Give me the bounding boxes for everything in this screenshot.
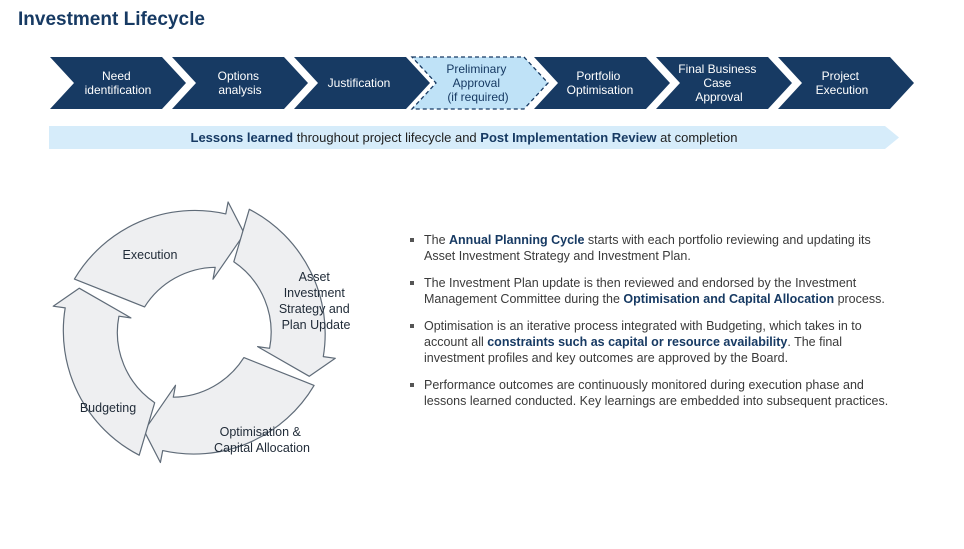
lessons-learned-banner: Lessons learned throughout project lifec…	[49, 126, 899, 149]
banner-text-2: at completion	[656, 130, 738, 145]
svg-text:Options analysis: Options analysis	[218, 69, 263, 97]
process-step-preliminary-approval[interactable]: Preliminary Approval (if required)	[410, 56, 549, 110]
process-step-options-analysis[interactable]: Options analysis	[172, 57, 308, 109]
cycle-label-optimisation: Optimisation & Capital Allocation	[214, 425, 310, 455]
cycle-arrow-asset-strategy[interactable]	[233, 208, 336, 377]
step-label-line: Approval	[453, 76, 500, 90]
banner-arrow-shape	[49, 126, 899, 149]
banner-bold-review: Post Implementation Review	[480, 130, 657, 145]
step-label-line: Portfolio	[576, 69, 620, 83]
cycle-arrow-optimisation[interactable]	[143, 357, 315, 464]
process-step-need-identification[interactable]: Need identification	[50, 57, 186, 109]
step-label-line: identification	[85, 83, 152, 97]
cycle-label-asset-strategy: Asset Investment Strategy and Plan Updat…	[279, 270, 353, 332]
notes-list: The Annual Planning Cycle starts with ea…	[408, 232, 903, 420]
step-label-line: Preliminary	[446, 62, 506, 76]
step-label-line: Case	[703, 76, 731, 90]
step-label-line: Execution	[816, 83, 869, 97]
note-optimisation: Optimisation is an iterative process int…	[408, 318, 903, 366]
note-performance: Performance outcomes are continuously mo…	[408, 377, 903, 409]
svg-text:Need identification: Need identification	[85, 69, 152, 97]
step-label-line: Justification	[328, 76, 391, 90]
process-step-portfolio-optimisation[interactable]: Portfolio Optimisation	[534, 57, 670, 109]
step-label-line: Approval	[695, 90, 742, 104]
process-step-justification[interactable]: Justification	[294, 57, 430, 109]
step-label-line: (if required)	[447, 90, 508, 104]
svg-text:Final Business Case: Final Business Case Approval	[678, 62, 759, 104]
svg-text:Portfolio Optimisation: Portfolio Optimisation	[567, 69, 634, 97]
process-flow: Need identification Options analysis Jus…	[50, 56, 914, 110]
banner-text: Lessons learned throughout project lifec…	[49, 126, 879, 149]
planning-cycle-diagram: Execution Asset Investment Strategy and …	[52, 201, 353, 464]
step-label-line: analysis	[218, 83, 261, 97]
cycle-label-execution: Execution	[123, 248, 178, 262]
step-label-line: Optimisation	[567, 83, 634, 97]
step-label-line: Project	[822, 69, 860, 83]
svg-text:Preliminary Approval: Preliminary Approval (if required)	[446, 62, 509, 104]
step-label-line: Options	[218, 69, 259, 83]
cycle-arrow-execution[interactable]	[73, 201, 245, 308]
process-step-final-business-case-approval[interactable]: Final Business Case Approval	[656, 57, 792, 109]
banner-text-1: throughout project lifecycle and	[293, 130, 481, 145]
svg-text:Project Execution: Project Execution	[816, 69, 869, 97]
note-investment-plan: The Investment Plan update is then revie…	[408, 275, 903, 307]
step-label-line: Final Business	[678, 62, 756, 76]
note-annual-planning: The Annual Planning Cycle starts with ea…	[408, 232, 903, 264]
cycle-arrow-budgeting[interactable]	[52, 287, 156, 456]
process-step-project-execution[interactable]: Project Execution	[778, 57, 914, 109]
svg-text:Justification: Justification	[328, 76, 391, 90]
page-title: Investment Lifecycle	[18, 9, 205, 30]
step-label-line: Need	[102, 69, 131, 83]
cycle-label-budgeting: Budgeting	[80, 401, 136, 415]
banner-bold-lessons: Lessons learned	[190, 130, 294, 145]
